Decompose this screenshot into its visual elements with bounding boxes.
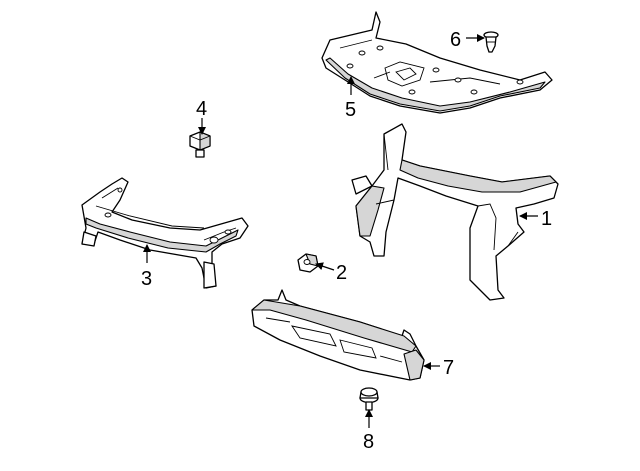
callout-labels: 1 2 3 4 5 6 7 8 — [141, 29, 552, 453]
callout-3: 3 — [141, 268, 152, 290]
callout-6: 6 — [450, 29, 461, 51]
part-7-lower-deflector[interactable] — [251, 289, 425, 381]
leader-lines — [143, 34, 538, 428]
part-8-bolt[interactable] — [359, 387, 379, 411]
callout-1: 1 — [541, 208, 552, 230]
part-1-radiator-support[interactable] — [351, 123, 559, 301]
part-2-nut[interactable] — [297, 253, 319, 273]
part-4-clip[interactable] — [189, 131, 211, 158]
callout-8: 8 — [363, 431, 374, 453]
part-5-radiator-cover[interactable] — [321, 11, 553, 114]
callout-7: 7 — [443, 357, 454, 379]
part-3-lower-support[interactable] — [81, 177, 249, 289]
callout-4: 4 — [196, 98, 207, 120]
callout-5: 5 — [345, 99, 356, 121]
leader-2 — [315, 262, 335, 271]
part-6-push-pin[interactable] — [483, 31, 499, 53]
callout-2: 2 — [336, 262, 347, 284]
